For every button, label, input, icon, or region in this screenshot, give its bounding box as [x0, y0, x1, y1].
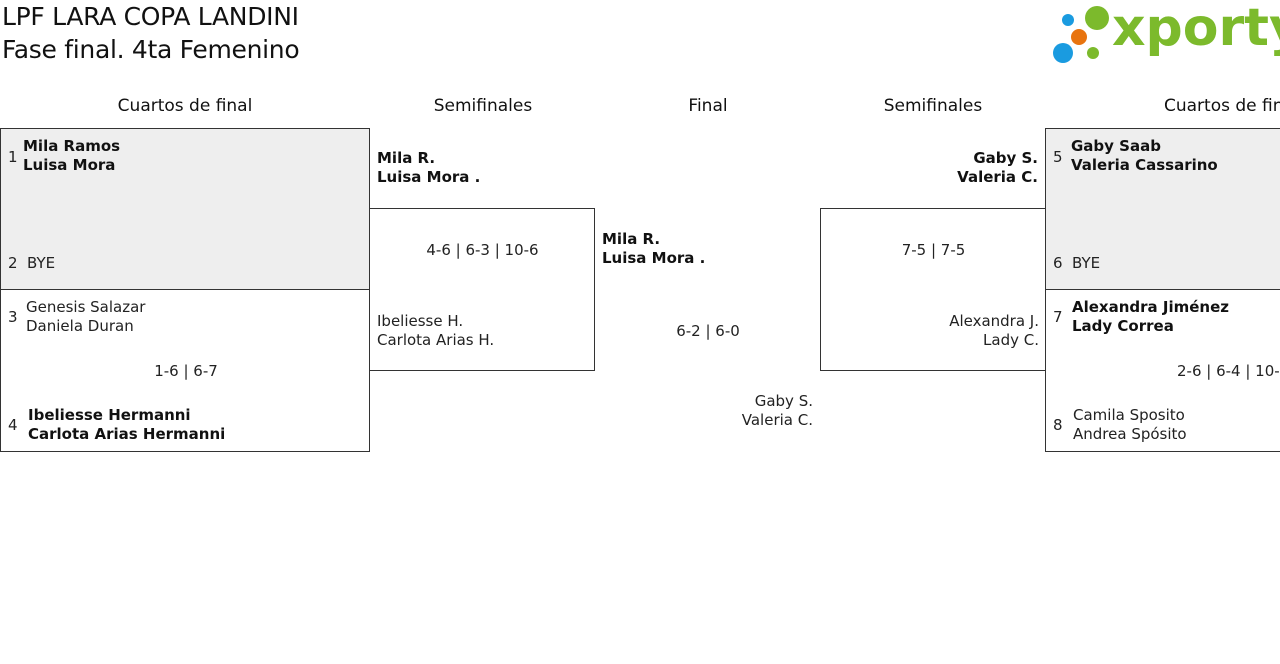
player-name: Gaby S.: [754, 392, 813, 410]
left-qf-match-2[interactable]: 3 Genesis Salazar Daniela Duran 1-6 | 6-…: [0, 289, 370, 452]
bye-label: BYE: [1072, 254, 1101, 272]
seed-number: 4: [8, 416, 18, 434]
player-name: Lady C.: [983, 331, 1039, 349]
final-score: 6-2 | 6-0: [676, 322, 740, 340]
xporty-logo: xporty: [1050, 0, 1280, 68]
seed-number: 5: [1053, 148, 1063, 166]
player-name: Valeria C.: [957, 168, 1038, 186]
col-header-left-qf: Cuartos de final: [117, 96, 253, 116]
player-name: Alexandra Jiménez: [1072, 298, 1229, 316]
match-score: 2-6 | 6-4 | 10-4: [1177, 362, 1280, 380]
col-header-right-qf: Cuartos de final: [1164, 96, 1280, 116]
bye-label: BYE: [27, 254, 56, 272]
player-name: Carlota Arias Hermanni: [28, 425, 226, 443]
right-sf-match[interactable]: 7-5 | 7-5 Alexandra J. Lady C.: [820, 208, 1046, 371]
player-name: Gaby S.: [973, 149, 1038, 167]
match-score: 7-5 | 7-5: [901, 241, 966, 259]
seed-number: 8: [1053, 416, 1063, 434]
col-header-left-sf: Semifinales: [433, 96, 533, 116]
player-name: Valeria Cassarino: [1071, 156, 1218, 174]
player-name: Andrea Spósito: [1073, 425, 1187, 443]
player-name: Ibeliesse Hermanni: [28, 406, 191, 424]
player-name: Daniela Duran: [26, 317, 134, 335]
page-subtitle: Fase final. 4ta Femenino: [2, 35, 300, 64]
seed-number: 7: [1053, 308, 1063, 326]
seed-number: 6: [1053, 254, 1063, 272]
player-name: Luisa Mora .: [602, 249, 706, 267]
player-name: Mila R.: [602, 230, 661, 248]
col-header-right-sf: Semifinales: [883, 96, 983, 116]
player-name: Valeria C.: [741, 411, 813, 429]
page-title: LPF LARA COPA LANDINI: [2, 2, 299, 31]
player-name: Camila Sposito: [1073, 406, 1185, 424]
logo-wordmark: xporty: [1112, 0, 1280, 58]
left-qf-match-1[interactable]: 1 Mila Ramos Luisa Mora 2 BYE: [0, 128, 370, 290]
match-score: 1-6 | 6-7: [154, 362, 218, 380]
player-name: Luisa Mora: [23, 156, 116, 174]
left-sf-match[interactable]: 4-6 | 6-3 | 10-6 Ibeliesse H. Carlota Ar…: [369, 208, 595, 371]
player-name: Lady Correa: [1072, 317, 1174, 335]
player-name: Luisa Mora .: [377, 168, 481, 186]
player-name: Gaby Saab: [1071, 137, 1161, 155]
player-name: Ibeliesse H.: [377, 312, 464, 330]
logo-dots-icon: [1053, 6, 1109, 63]
seed-number: 2: [8, 254, 18, 272]
player-name: Alexandra J.: [949, 312, 1039, 330]
seed-number: 3: [8, 308, 18, 326]
player-name: Carlota Arias H.: [377, 331, 495, 349]
player-name: Mila R.: [377, 149, 436, 167]
col-header-final: Final: [688, 96, 728, 116]
seed-number: 1: [8, 148, 18, 166]
player-name: Mila Ramos: [23, 137, 121, 155]
right-qf-match-2[interactable]: 7 Alexandra Jiménez Lady Correa 2-6 | 6-…: [1045, 289, 1280, 452]
match-score: 4-6 | 6-3 | 10-6: [426, 241, 539, 259]
right-qf-match-1[interactable]: 5 Gaby Saab Valeria Cassarino 6 BYE: [1045, 128, 1280, 290]
player-name: Genesis Salazar: [26, 298, 146, 316]
